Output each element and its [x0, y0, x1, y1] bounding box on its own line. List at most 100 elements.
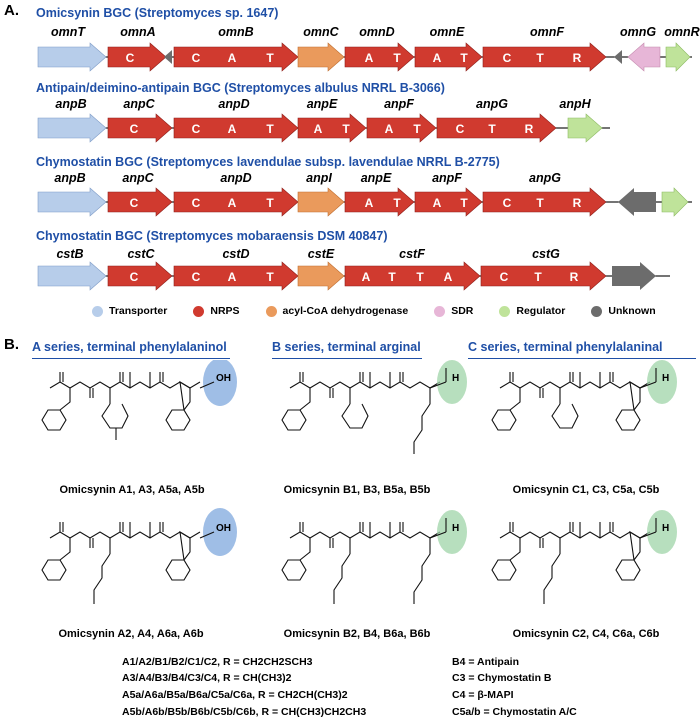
svg-text:T: T — [460, 51, 468, 65]
gene-label: cstD — [222, 247, 250, 261]
svg-text:T: T — [266, 51, 274, 65]
r-group-note: A5a/A6a/B5a/B6a/C5a/C6a, R = CH2CH(CH3)2 — [122, 689, 348, 701]
compound-caption: Omicsynin A2, A4, A6a, A6b — [58, 628, 204, 640]
svg-text:R: R — [573, 51, 582, 65]
svg-text:C: C — [503, 196, 512, 210]
gene-label: anpG — [476, 97, 508, 111]
gene-label: anpI — [306, 171, 332, 185]
svg-text:C: C — [130, 270, 139, 284]
gene-label: anpB — [55, 97, 87, 111]
gene-label: omnD — [359, 25, 395, 39]
svg-text:T: T — [488, 122, 496, 136]
terminal-group-highlight — [437, 360, 467, 404]
gene-label: anpE — [306, 97, 338, 111]
svg-text:C: C — [500, 270, 509, 284]
compound-caption: Omicsynin B2, B4, B6a, B6b — [283, 628, 431, 640]
svg-text:T: T — [266, 196, 274, 210]
compound-name-note: B4 = Antipain — [452, 656, 519, 668]
structure-b2 — [281, 521, 441, 604]
svg-text:C: C — [130, 196, 139, 210]
svg-text:A: A — [433, 51, 442, 65]
svg-text:A: A — [385, 122, 394, 136]
r-group-note: A1/A2/B1/B2/C1/C2, R = CH2CH2SCH3 — [122, 656, 313, 668]
svg-text:T: T — [388, 270, 396, 284]
series-c-underline — [468, 358, 696, 359]
row4-arrows: C C A T A T T A C T R — [37, 261, 656, 291]
svg-text:C: C — [192, 270, 201, 284]
svg-text:A: A — [314, 122, 323, 136]
svg-text:R: R — [570, 270, 579, 284]
compound-name-note: C5a/b = Chymostatin A/C — [452, 706, 577, 718]
compound-caption: Omicsynin A1, A3, A5a, A5b — [59, 484, 205, 496]
svg-text:T: T — [342, 122, 350, 136]
legend-swatch — [591, 305, 603, 317]
terminal-group-a2: OH — [216, 523, 231, 534]
svg-text:T: T — [536, 196, 544, 210]
svg-text:T: T — [266, 270, 274, 284]
legend-swatch — [265, 305, 277, 317]
terminal-group-highlight — [647, 360, 677, 404]
svg-text:C: C — [456, 122, 465, 136]
gene-label: omnF — [529, 25, 565, 39]
svg-text:T: T — [413, 122, 421, 136]
svg-text:T: T — [416, 270, 424, 284]
cluster-title-omicsynin: Omicsynin BGC (Streptomyces sp. 1647) — [36, 6, 279, 20]
terminal-group-highlight — [203, 508, 237, 556]
svg-text:A: A — [228, 122, 237, 136]
terminal-group-highlight — [203, 360, 237, 406]
gene-label: anpH — [559, 97, 591, 111]
svg-text:A: A — [433, 196, 442, 210]
svg-text:C: C — [192, 196, 201, 210]
svg-text:T: T — [393, 51, 401, 65]
compound-caption: Omicsynin C2, C4, C6a, C6b — [512, 628, 660, 640]
series-a-title: A series, terminal phenylalaninol — [32, 340, 227, 354]
svg-text:T: T — [460, 196, 468, 210]
gene-label: cstF — [399, 247, 425, 261]
panel-b-label: B. — [4, 336, 19, 353]
terminal-group-highlight — [647, 510, 677, 554]
gene-label: anpG — [529, 171, 561, 185]
gene-label: cstG — [532, 247, 560, 261]
terminal-group-b1: H — [452, 373, 460, 384]
structure-a2 — [41, 521, 201, 604]
legend-label: Unknown — [608, 305, 656, 317]
gene-label: anpD — [218, 97, 250, 111]
svg-text:C: C — [192, 51, 201, 65]
svg-text:C: C — [192, 122, 201, 136]
compound-name-note: C3 = Chymostatin B — [452, 672, 552, 684]
structure-c1 — [491, 371, 651, 431]
gene-label: omnR — [664, 25, 700, 39]
svg-text:C: C — [130, 122, 139, 136]
structure-c2 — [491, 521, 651, 604]
compound-name-note: C4 = β-MAPI — [452, 689, 514, 701]
gene-label: anpF — [432, 171, 462, 185]
structure-a1 — [41, 371, 201, 440]
chemical-structures — [41, 360, 677, 604]
legend-label: NRPS — [210, 305, 240, 317]
svg-text:A: A — [228, 196, 237, 210]
cluster-title-chymostatin-lavendulae: Chymostatin BGC (Streptomyces lavendulae… — [36, 155, 500, 169]
r-group-note: A5b/A6b/B5b/B6b/C5b/C6b, R = CH(CH3)CH2C… — [122, 706, 367, 718]
svg-text:T: T — [393, 196, 401, 210]
terminal-group-b2: H — [452, 523, 460, 534]
legend-label: SDR — [451, 305, 474, 317]
legend-swatch — [92, 305, 103, 317]
row3-arrows: C C A T A T A T C T R — [37, 187, 689, 217]
gene-label: anpF — [384, 97, 414, 111]
svg-text:A: A — [444, 270, 453, 284]
terminal-group-c2: H — [662, 523, 670, 534]
compound-caption: Omicsynin C1, C3, C5a, C5b — [512, 484, 660, 496]
r-group-note: A3/A4/B3/B4/C3/C4, R = CH(CH3)2 — [122, 672, 292, 684]
row1-arrows: C C A T A T A T C T R — [37, 42, 691, 72]
series-c-title: C series, terminal phenylalaninal — [468, 340, 663, 354]
terminal-group-a1: OH — [216, 373, 231, 384]
legend-swatch — [499, 305, 511, 317]
gene-label: omnE — [429, 25, 465, 39]
legend-label: Regulator — [516, 305, 566, 317]
panel-a-label: A. — [4, 2, 19, 19]
row2-arrows: C C A T A T A T C T R — [37, 113, 603, 143]
svg-text:T: T — [536, 51, 544, 65]
svg-text:C: C — [126, 51, 135, 65]
legend-label: acyl-CoA dehydrogenase — [282, 305, 409, 317]
svg-text:A: A — [365, 196, 374, 210]
